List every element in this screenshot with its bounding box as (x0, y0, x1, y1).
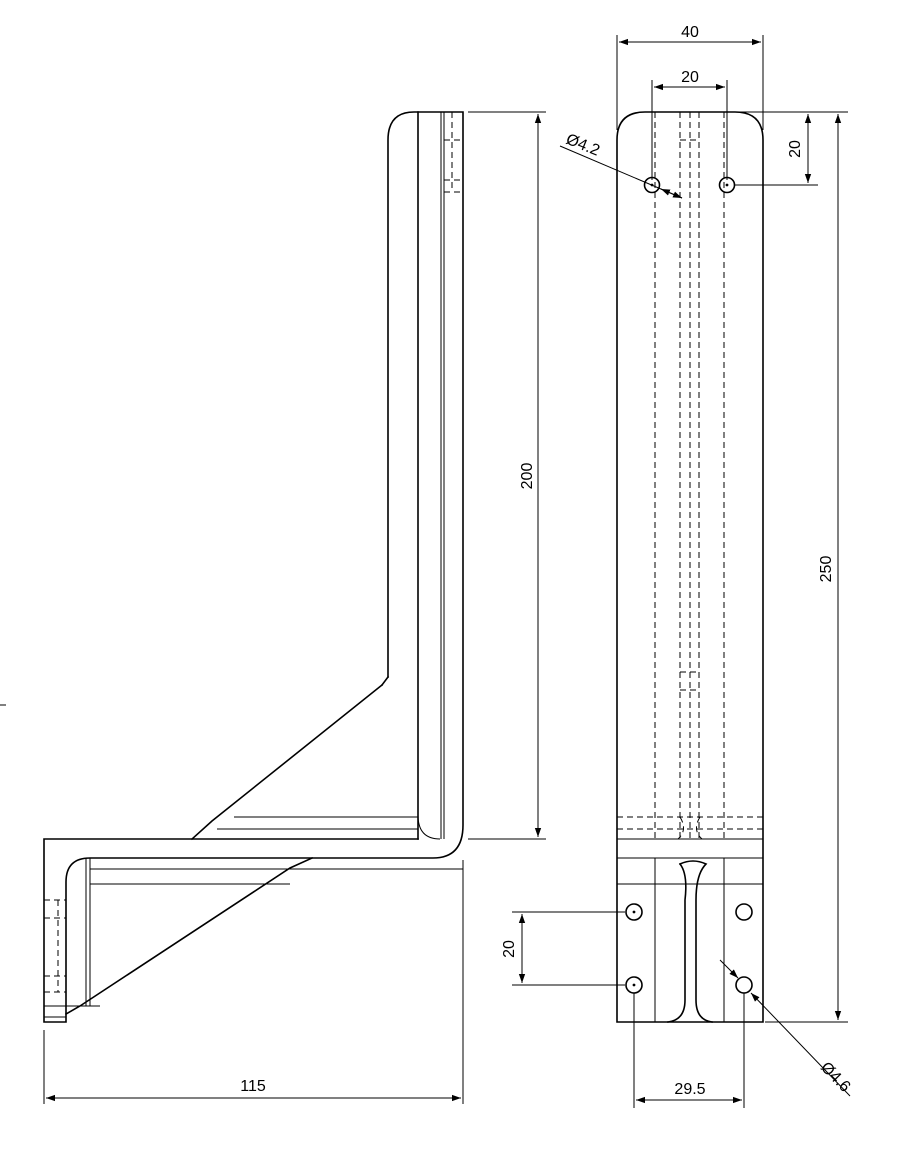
bottom-hole-tl (625, 903, 643, 921)
bottom-hole-tr (735, 903, 753, 921)
dim-front-width: 40 (681, 24, 699, 41)
dim-top-hole-spacing: 20 (681, 69, 699, 86)
bottom-hole-br (735, 976, 753, 994)
dim-side-height: 200 (519, 463, 536, 490)
dim-side-width: 115 (240, 1078, 266, 1095)
dim-overall-height: 250 (818, 556, 835, 583)
dim-top-hole-offset: 20 (787, 140, 804, 158)
dim-bottom-hole-diameter: Ø4.6 (817, 1059, 853, 1096)
dim-bottom-vertical-spacing: 20 (501, 940, 518, 958)
dim-bottom-horizontal-spacing: 29.5 (674, 1081, 705, 1098)
side-view: 200 115 (0, 111, 546, 1104)
front-view: 40 20 20 Ø4.2 250 20 29.5 Ø4.6 (501, 24, 854, 1108)
